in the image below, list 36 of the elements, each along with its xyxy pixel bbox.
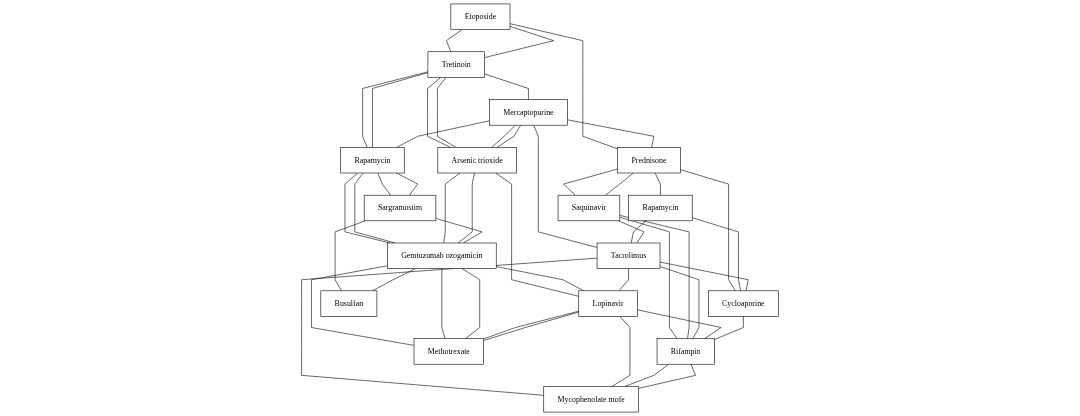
connector bbox=[484, 73, 529, 100]
connector bbox=[680, 169, 736, 292]
connector bbox=[484, 26, 554, 58]
connector bbox=[624, 363, 669, 387]
connector bbox=[461, 268, 480, 339]
connector bbox=[457, 172, 475, 244]
connector bbox=[691, 217, 741, 292]
connector bbox=[714, 316, 744, 340]
connector bbox=[659, 266, 700, 339]
connector bbox=[567, 119, 655, 148]
connector bbox=[611, 316, 631, 387]
connector bbox=[362, 71, 429, 148]
connector bbox=[441, 268, 446, 339]
connector bbox=[443, 172, 461, 244]
connector bbox=[437, 77, 457, 148]
connector bbox=[618, 268, 629, 292]
connector bbox=[619, 215, 690, 339]
connector bbox=[630, 220, 647, 244]
connector bbox=[311, 265, 415, 346]
connector bbox=[334, 220, 366, 292]
connector bbox=[619, 216, 678, 339]
connector bbox=[435, 218, 483, 244]
connector bbox=[344, 172, 391, 244]
connector bbox=[396, 120, 490, 148]
connector bbox=[372, 72, 429, 148]
connector bbox=[301, 257, 598, 396]
connector bbox=[427, 77, 451, 148]
connector bbox=[618, 220, 645, 244]
connector bbox=[509, 23, 618, 150]
connector bbox=[654, 172, 661, 196]
connector bbox=[495, 172, 580, 297]
connector bbox=[563, 168, 618, 196]
connector bbox=[637, 309, 722, 339]
connector bbox=[496, 124, 521, 148]
connector bbox=[372, 268, 416, 292]
connector bbox=[659, 261, 749, 292]
